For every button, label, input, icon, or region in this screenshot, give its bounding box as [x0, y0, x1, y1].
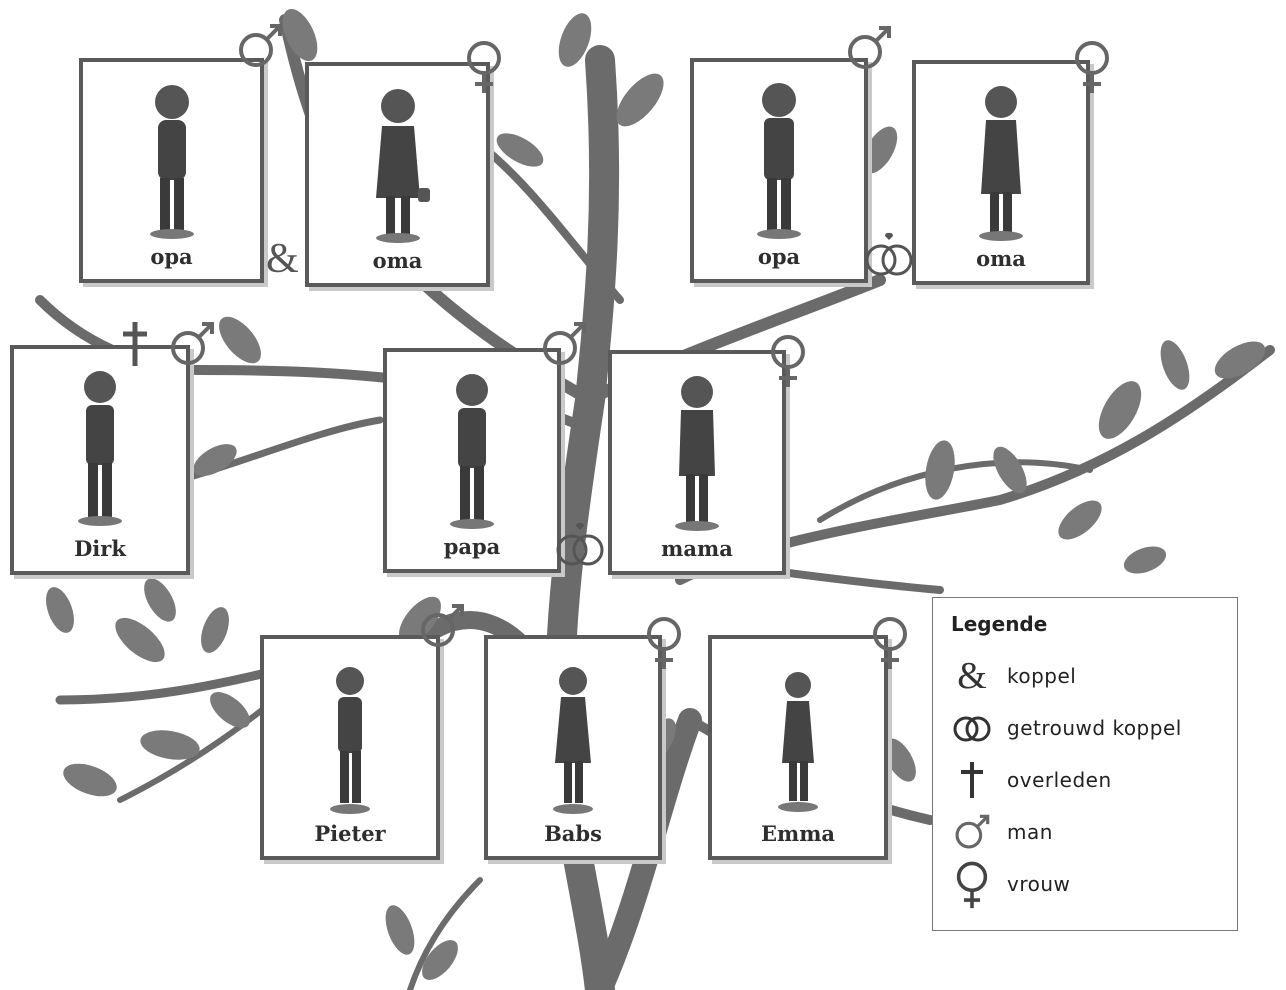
cross-icon — [957, 760, 987, 800]
legend-label: overleden — [1007, 768, 1112, 792]
legend: Legende & koppel getrouwd koppel overled… — [932, 597, 1238, 931]
legend-label: koppel — [1007, 664, 1076, 688]
person-card-emma: Emma — [708, 635, 888, 860]
person-name: Emma — [712, 821, 884, 846]
person-name: oma — [309, 248, 486, 273]
person-figure — [961, 76, 1041, 246]
female-symbol-icon — [764, 332, 812, 388]
person-name: papa — [387, 534, 557, 559]
person-figure — [657, 366, 737, 536]
female-symbol-icon — [866, 614, 914, 670]
person-card-opa-left: opa — [79, 58, 264, 283]
person-card-dirk: Dirk — [10, 345, 190, 575]
rings-icon — [553, 518, 607, 570]
person-figure — [739, 74, 819, 244]
person-card-oma-left: oma — [305, 62, 490, 287]
legend-label: man — [1007, 820, 1053, 844]
legend-item-koppel: & koppel — [947, 654, 1076, 698]
person-figure — [432, 364, 512, 534]
person-name: Pieter — [264, 821, 436, 846]
cross-icon — [120, 320, 150, 368]
person-figure — [60, 361, 140, 531]
person-figure — [132, 74, 212, 244]
person-figure — [758, 651, 838, 821]
person-figure — [533, 651, 613, 821]
legend-title: Legende — [951, 612, 1047, 636]
legend-item-getrouwd-koppel: getrouwd koppel — [947, 706, 1182, 750]
person-card-opa-right: opa — [690, 58, 868, 283]
person-name: Dirk — [14, 536, 186, 561]
person-name: opa — [83, 244, 260, 269]
person-card-mama: mama — [608, 350, 786, 575]
person-name: Babs — [488, 821, 658, 846]
person-figure — [358, 78, 438, 248]
person-name: oma — [916, 246, 1086, 271]
rings-icon — [862, 228, 916, 280]
person-card-papa: papa — [383, 348, 561, 573]
couple-link-ampersand: & — [266, 238, 299, 280]
female-symbol-icon — [1068, 38, 1116, 94]
person-figure — [310, 651, 390, 821]
legend-item-man: man — [947, 810, 1053, 854]
rings-icon — [952, 713, 992, 743]
female-symbol-icon — [460, 38, 508, 94]
person-card-pieter: Pieter — [260, 635, 440, 860]
legend-item-vrouw: vrouw — [947, 862, 1070, 906]
person-card-babs: Babs — [484, 635, 662, 860]
male-symbol-icon — [845, 22, 893, 78]
male-symbol-icon — [540, 318, 588, 374]
legend-ampersand-glyph: & — [957, 654, 987, 698]
person-card-oma-right: oma — [912, 60, 1090, 285]
female-symbol-icon — [640, 614, 688, 670]
legend-label: getrouwd koppel — [1007, 716, 1182, 740]
ampersand-icon: & — [947, 654, 997, 698]
legend-item-overleden: overleden — [947, 758, 1112, 802]
person-name: mama — [612, 536, 782, 561]
male-symbol-icon — [950, 810, 994, 854]
male-symbol-icon — [168, 318, 216, 374]
female-symbol-icon — [950, 859, 994, 909]
male-symbol-icon — [236, 20, 284, 76]
person-name: opa — [694, 244, 864, 269]
legend-label: vrouw — [1007, 872, 1070, 896]
male-symbol-icon — [418, 600, 466, 656]
